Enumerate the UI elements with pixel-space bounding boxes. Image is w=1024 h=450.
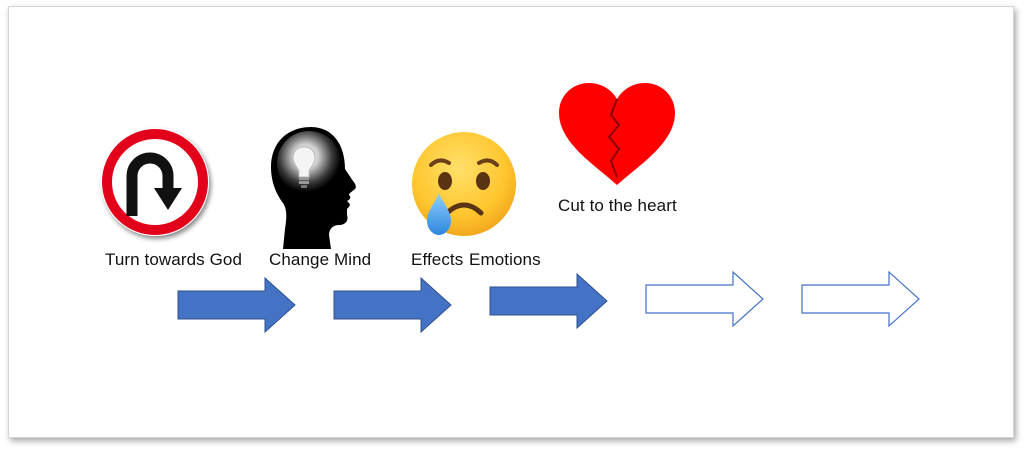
head-lightbulb-icon bbox=[265, 125, 361, 251]
flow-arrow-3 bbox=[489, 273, 609, 329]
step-label-cut-to-the-heart: Cut to the heart bbox=[558, 196, 677, 215]
broken-heart-icon bbox=[555, 81, 679, 191]
step-label-turn-towards-god: Turn towards God bbox=[105, 250, 243, 269]
flow-arrow-5-empty bbox=[801, 271, 921, 327]
step-label-change-mind: Change Mind bbox=[269, 250, 372, 269]
crying-face-icon bbox=[409, 131, 519, 243]
step-label-effects: Effects bbox=[411, 250, 464, 269]
slide-canvas: Turn towards God Change Mind Effects Emo… bbox=[8, 6, 1014, 438]
flow-arrow-4-empty bbox=[645, 271, 765, 327]
flow-arrow-2 bbox=[333, 277, 453, 333]
flow-arrow-1 bbox=[177, 277, 297, 333]
step-label-emotions: Emotions bbox=[469, 250, 541, 269]
u-turn-sign-icon bbox=[96, 124, 218, 246]
